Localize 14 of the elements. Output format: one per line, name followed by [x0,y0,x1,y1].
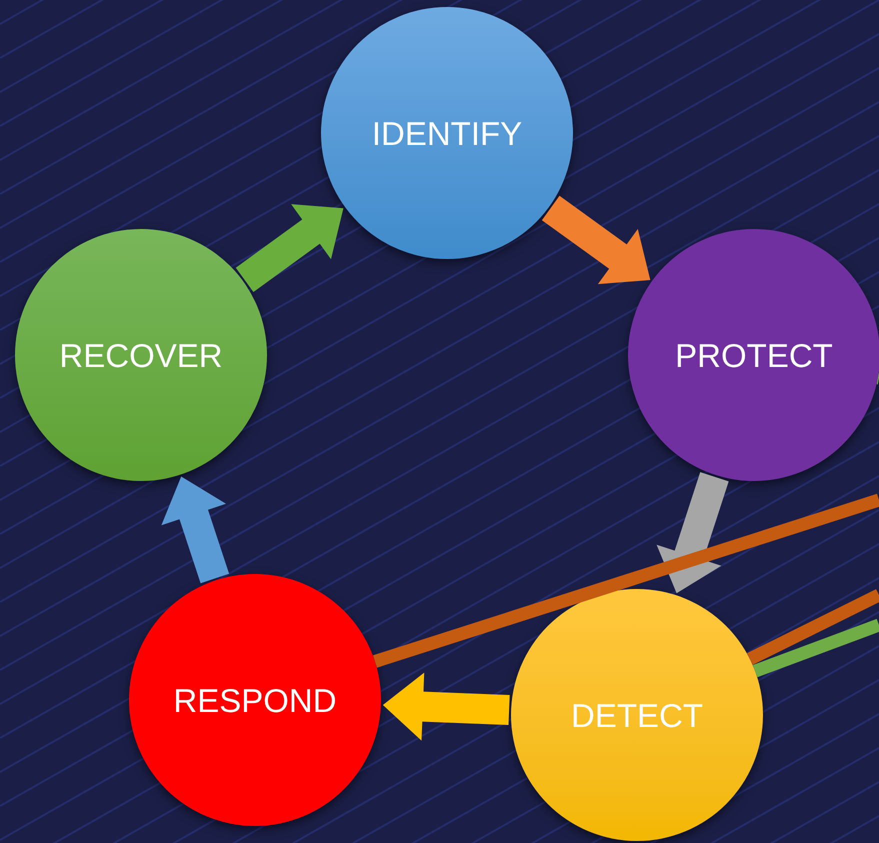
line [373,494,879,668]
block-arrow [236,204,344,292]
block-arrow [382,672,510,741]
node-label: RESPOND [173,684,337,716]
block-arrow [542,196,650,284]
block-arrow [161,476,230,584]
node-label: DETECT [571,698,703,732]
line [747,589,879,665]
block-arrow [656,472,729,594]
node-label: PROTECT [675,338,833,372]
node-label: RECOVER [59,338,223,372]
line [752,618,879,678]
line [876,371,879,384]
node-label: IDENTIFY [372,116,522,150]
